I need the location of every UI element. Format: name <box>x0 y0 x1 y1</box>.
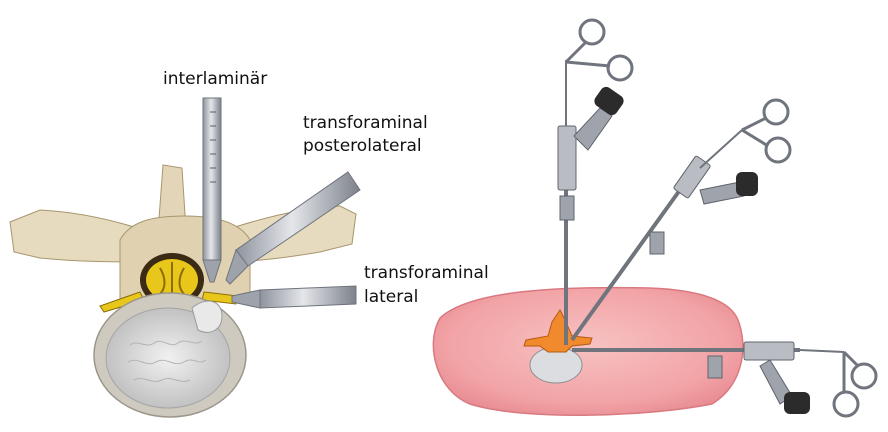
interlaminar-instrument <box>203 98 221 282</box>
lateral-instrument <box>232 286 356 308</box>
label-transforaminal-lateral-1: transforaminal <box>364 263 489 284</box>
label-transforaminal-lateral-2: lateral <box>364 287 418 308</box>
label-interlaminar: interlaminär <box>163 69 267 90</box>
label-transforaminal-posterolateral-2: posterolateral <box>303 136 422 157</box>
label-transforaminal-posterolateral-1: transforaminal <box>303 113 428 134</box>
